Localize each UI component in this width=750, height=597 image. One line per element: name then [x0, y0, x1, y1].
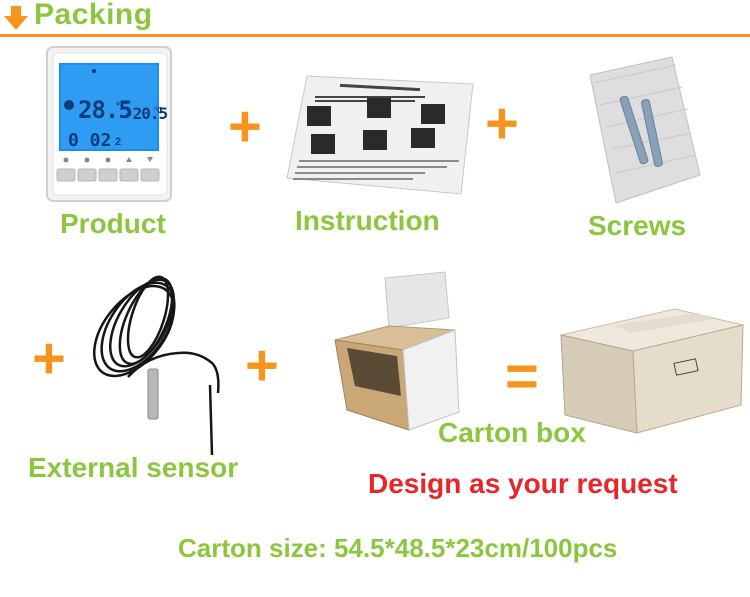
display-time: 0 02: [68, 130, 112, 151]
product-label: Product: [60, 208, 166, 239]
instruction-label: Instruction: [295, 205, 440, 236]
sensor-label: External sensor: [28, 452, 239, 483]
equals-sign: =: [505, 344, 539, 409]
plus-sign-2: +: [485, 91, 519, 156]
plus-sign-3: +: [32, 326, 66, 391]
carton-size-note: Carton size: 54.5*48.5*23cm/100pcs: [178, 533, 618, 563]
page-title: Packing: [34, 0, 153, 31]
down-arrow-icon: [2, 4, 30, 37]
display-main-unit: °C: [116, 101, 128, 112]
display-set-temp: -20.5: [124, 104, 168, 123]
screws-label: Screws: [588, 210, 687, 241]
header-divider: [0, 34, 750, 37]
plus-sign-4: +: [245, 333, 279, 398]
display-set-unit: °C: [154, 106, 163, 115]
open-carton-image: [325, 270, 475, 445]
thermostat-image: [45, 45, 175, 210]
sensor-cable-image: [88, 265, 238, 465]
display-program: 2: [115, 136, 122, 148]
instruction-manual-image: [285, 70, 475, 200]
carton-label: Carton box: [438, 417, 586, 448]
screws-bag-image: [572, 55, 702, 210]
design-note: Design as your request: [368, 468, 678, 499]
closed-carton-image: [555, 295, 745, 440]
display-main-temp: 28.5: [78, 96, 133, 124]
plus-sign-1: +: [228, 94, 262, 159]
